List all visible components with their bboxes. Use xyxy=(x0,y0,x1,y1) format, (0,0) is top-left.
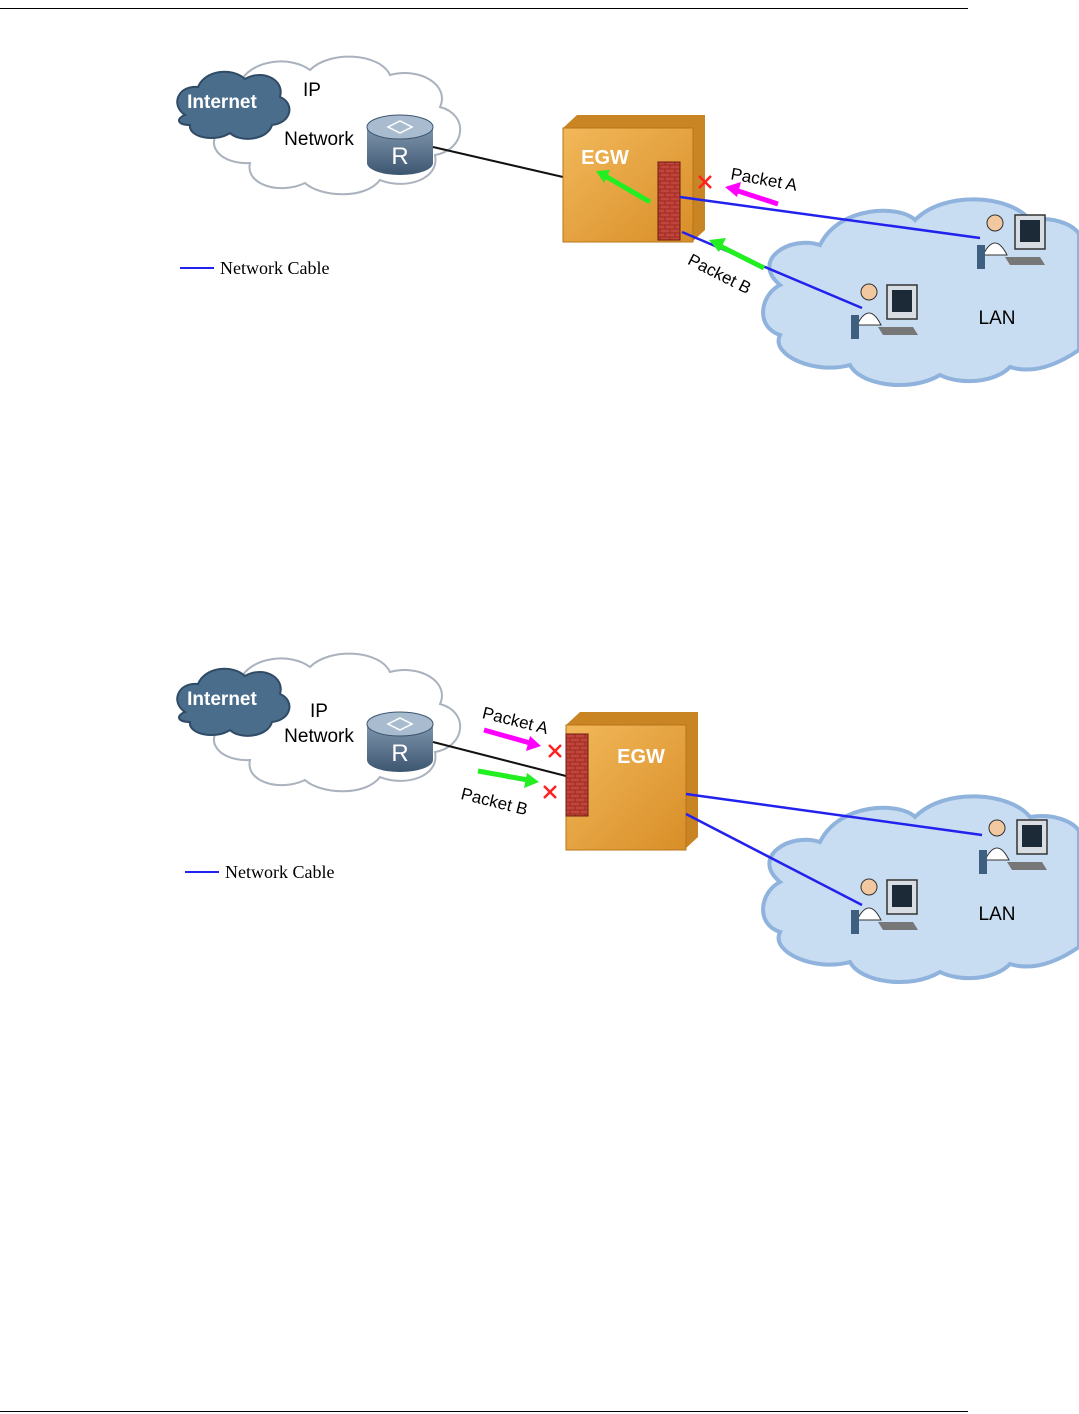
diagram-lan-to-gateway: Internet IP Network R EGW LAN xyxy=(0,45,1079,445)
packet-b-label: Packet B xyxy=(459,784,530,819)
header-rule xyxy=(0,8,968,9)
ip-label: IP xyxy=(310,701,328,722)
internet-label: Internet xyxy=(187,92,257,113)
internet-label: Internet xyxy=(187,689,257,710)
network-label: Network xyxy=(284,129,354,150)
gateway-device: EGW xyxy=(563,115,705,242)
diagram-internet-to-gateway: Internet IP Network R EGW LAN xyxy=(0,642,1079,1042)
router-label: R xyxy=(391,143,408,170)
firewall-icon xyxy=(566,734,588,816)
blocked-x-icon xyxy=(544,786,556,798)
router-to-gateway-cable xyxy=(433,147,563,177)
router-to-gateway-cable xyxy=(433,742,566,776)
ip-label: IP xyxy=(303,80,321,101)
footer-rule xyxy=(0,1411,968,1412)
firewall-icon xyxy=(658,162,680,240)
packet-b-arrow xyxy=(478,771,539,788)
gateway-label: EGW xyxy=(617,746,665,768)
lan-label: LAN xyxy=(979,904,1016,925)
lan-label: LAN xyxy=(979,308,1016,329)
router-icon: R xyxy=(367,115,433,175)
router-icon: R xyxy=(367,712,433,772)
gateway-label: EGW xyxy=(581,147,629,169)
legend-label: Network Cable xyxy=(220,258,329,278)
router-label: R xyxy=(391,740,408,767)
network-label: Network xyxy=(284,726,354,747)
blocked-x-icon xyxy=(549,745,561,757)
gateway-device: EGW xyxy=(566,712,698,850)
legend-label: Network Cable xyxy=(225,862,334,882)
